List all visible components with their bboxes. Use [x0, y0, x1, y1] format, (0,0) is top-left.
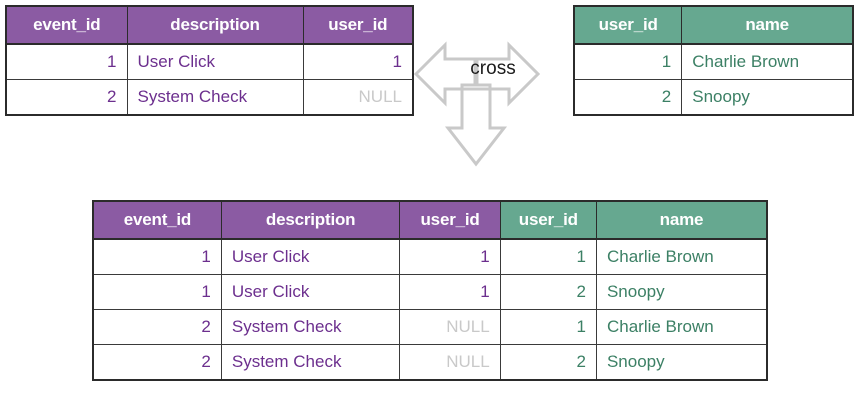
column-header-user-id-left: user_id [399, 201, 501, 240]
cell-user-id: 1 [303, 44, 413, 80]
cell-event-id: 1 [6, 44, 128, 80]
cell-user-id-right: 1 [500, 309, 597, 345]
cell-user-id-null: NULL [303, 79, 413, 115]
cell-user-id-left: 1 [399, 274, 501, 310]
cell-user-id-left: 1 [399, 239, 501, 275]
cell-name: Snoopy [596, 274, 767, 310]
table-row: 2 System Check NULL 2 Snoopy [93, 344, 767, 380]
cell-event-id: 2 [6, 79, 128, 115]
cell-name: Snoopy [681, 79, 853, 115]
column-header-event-id: event_id [93, 201, 222, 240]
column-header-user-id: user_id [303, 6, 413, 45]
table-row: 1 User Click 1 1 Charlie Brown [93, 239, 767, 275]
events-table: event_id description user_id 1 User Clic… [5, 5, 414, 116]
table-header-row: event_id description user_id user_id nam… [93, 201, 767, 240]
table-row: 1 User Click 1 [6, 44, 413, 80]
result-table: event_id description user_id user_id nam… [92, 200, 768, 381]
table-row: 2 System Check NULL 1 Charlie Brown [93, 309, 767, 345]
cell-description: System Check [221, 309, 401, 345]
cell-description: User Click [221, 274, 401, 310]
cell-event-id: 1 [93, 239, 222, 275]
column-header-name: name [596, 201, 767, 240]
cell-user-id-left-null: NULL [399, 344, 501, 380]
column-header-event-id: event_id [6, 6, 128, 45]
users-table: user_id name 1 Charlie Brown 2 Snoopy [573, 5, 854, 116]
table-row: 1 User Click 1 2 Snoopy [93, 274, 767, 310]
cell-description: System Check [221, 344, 401, 380]
table-header-row: user_id name [574, 6, 853, 45]
join-type-label: cross [470, 58, 516, 79]
cell-user-id: 1 [574, 44, 683, 80]
three-way-arrow-icon [414, 33, 572, 171]
cell-description: User Click [127, 44, 304, 80]
table-row: 2 Snoopy [574, 79, 853, 115]
cell-event-id: 1 [93, 274, 222, 310]
cell-user-id-left-null: NULL [399, 309, 501, 345]
cell-name: Snoopy [596, 344, 767, 380]
column-header-description: description [127, 6, 304, 45]
cell-description: System Check [127, 79, 304, 115]
cell-user-id-right: 1 [500, 239, 597, 275]
table-header-row: event_id description user_id [6, 6, 413, 45]
column-header-description: description [221, 201, 401, 240]
cell-event-id: 2 [93, 344, 222, 380]
table-row: 2 System Check NULL [6, 79, 413, 115]
cell-name: Charlie Brown [596, 239, 767, 275]
column-header-user-id-right: user_id [500, 201, 597, 240]
cell-description: User Click [221, 239, 401, 275]
cell-event-id: 2 [93, 309, 222, 345]
cell-name: Charlie Brown [596, 309, 767, 345]
table-row: 1 Charlie Brown [574, 44, 853, 80]
cell-user-id-right: 2 [500, 344, 597, 380]
cell-user-id: 2 [574, 79, 683, 115]
cell-user-id-right: 2 [500, 274, 597, 310]
column-header-name: name [681, 6, 853, 45]
column-header-user-id: user_id [574, 6, 683, 45]
cell-name: Charlie Brown [681, 44, 853, 80]
